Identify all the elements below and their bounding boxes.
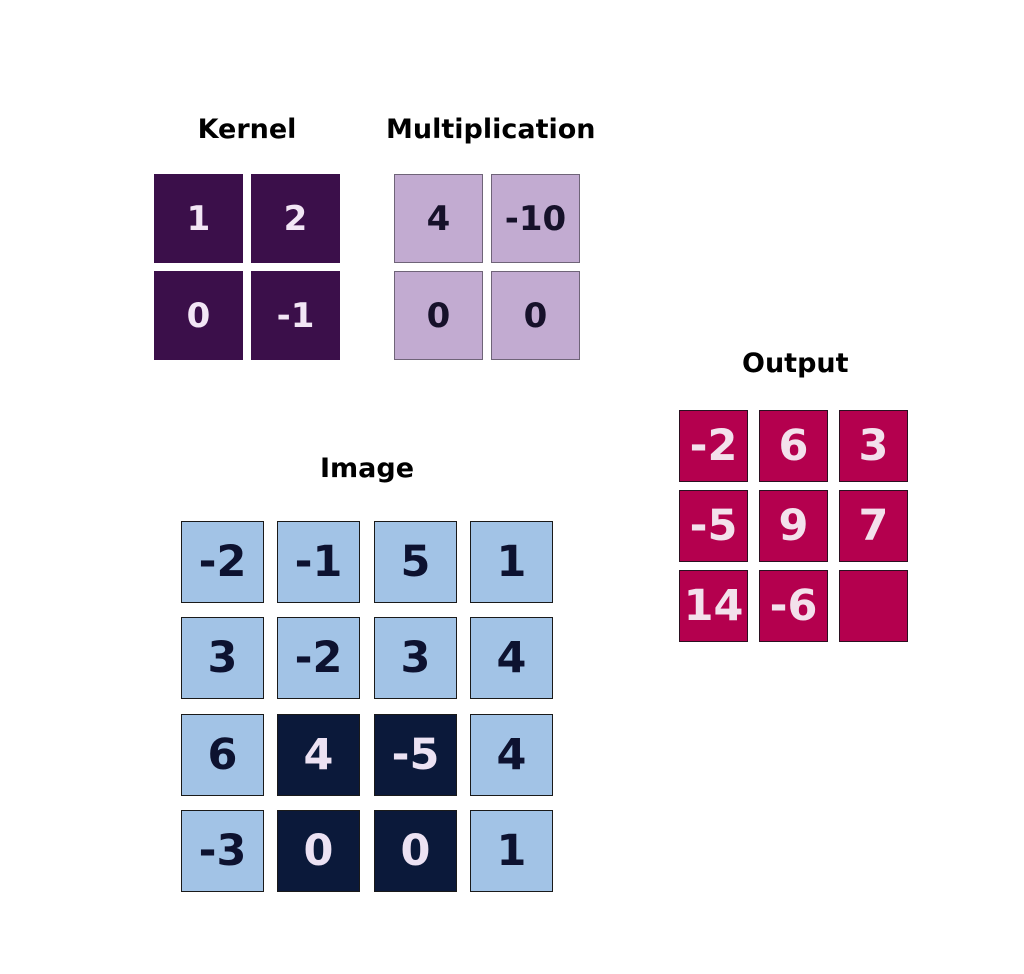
- image-cell: -2: [277, 617, 360, 699]
- image-title: Image: [319, 453, 415, 484]
- multiplication-title: Multiplication: [386, 114, 596, 145]
- image-cell: 1: [470, 521, 553, 603]
- image-cell: 3: [181, 617, 264, 699]
- multiplication-cell: 4: [394, 174, 483, 263]
- kernel-cell: -1: [251, 271, 340, 360]
- output-cell: -2: [679, 410, 748, 482]
- kernel-cell: 2: [251, 174, 340, 263]
- image-cell: -2: [181, 521, 264, 603]
- image-cell: 4: [470, 714, 553, 796]
- image-cell: 3: [374, 617, 457, 699]
- image-cell-highlighted: 4: [277, 714, 360, 796]
- output-cell: 3: [839, 410, 908, 482]
- output-cell: 14: [679, 570, 748, 642]
- image-cell-highlighted: 0: [277, 810, 360, 892]
- multiplication-cell: 0: [394, 271, 483, 360]
- image-cell-highlighted: 0: [374, 810, 457, 892]
- image-cell: 6: [181, 714, 264, 796]
- kernel-cell: 0: [154, 271, 243, 360]
- image-cell: 4: [470, 617, 553, 699]
- image-cell: 1: [470, 810, 553, 892]
- output-cell: 7: [839, 490, 908, 562]
- output-cell: -5: [679, 490, 748, 562]
- output-title: Output: [742, 348, 849, 379]
- kernel-cell: 1: [154, 174, 243, 263]
- output-cell: 6: [759, 410, 828, 482]
- image-cell: -3: [181, 810, 264, 892]
- image-cell: -1: [277, 521, 360, 603]
- multiplication-cell: -10: [491, 174, 580, 263]
- output-cell-empty: [839, 570, 908, 642]
- image-cell: 5: [374, 521, 457, 603]
- multiplication-cell: 0: [491, 271, 580, 360]
- output-cell: 9: [759, 490, 828, 562]
- kernel-title: Kernel: [197, 114, 297, 145]
- image-cell-highlighted: -5: [374, 714, 457, 796]
- output-cell: -6: [759, 570, 828, 642]
